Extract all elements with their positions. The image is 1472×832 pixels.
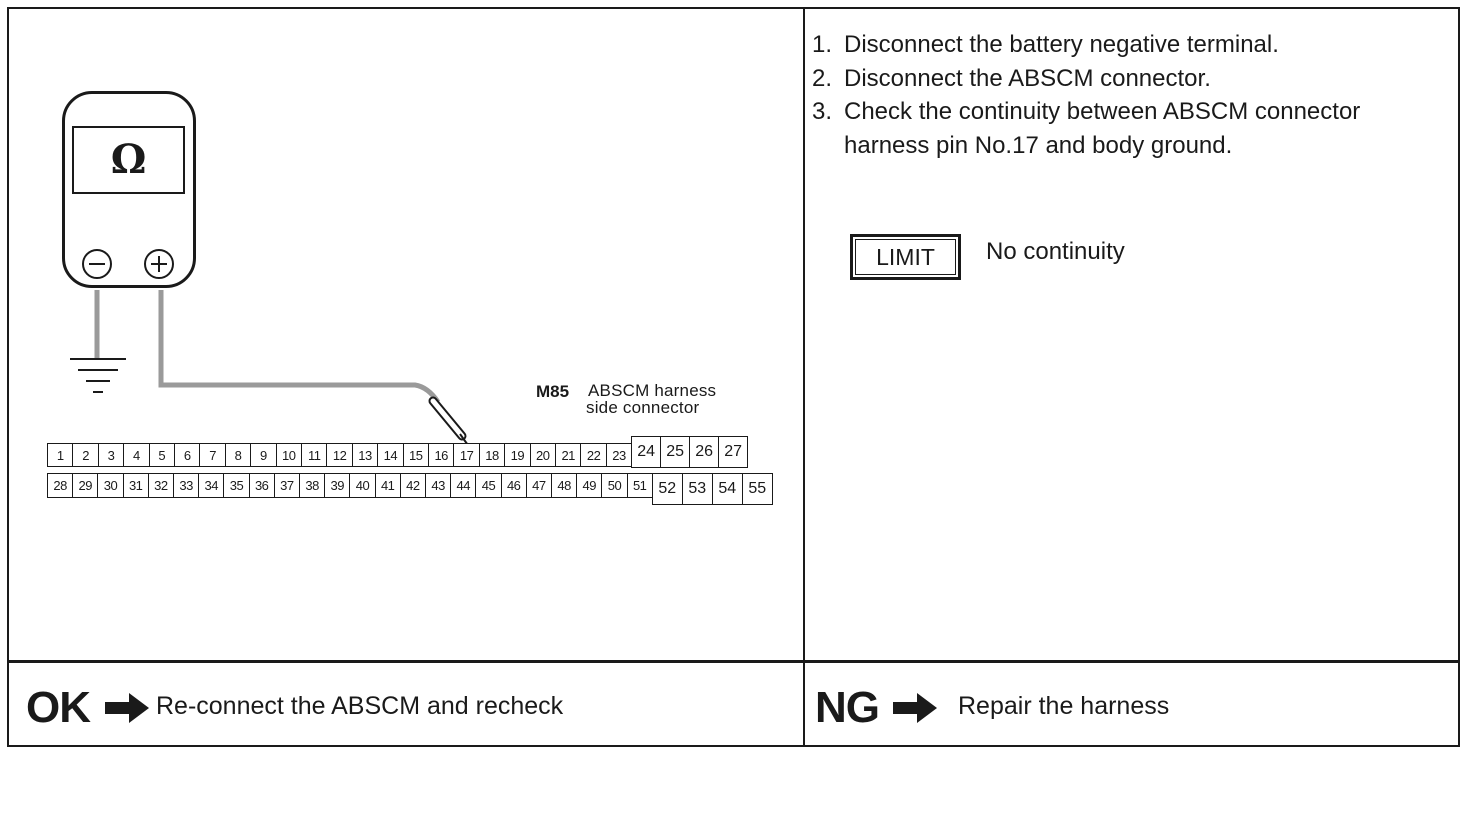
ohmmeter-display: Ω: [72, 126, 185, 194]
connector-pin: 32: [147, 473, 174, 498]
connector-pin: 52: [651, 473, 683, 505]
ok-arrow-icon: [105, 693, 149, 723]
connector-pin: 9: [250, 443, 277, 467]
connector-pin: 45: [475, 473, 502, 498]
connector-pin: 7: [199, 443, 226, 467]
connector-pin: 28: [47, 473, 74, 498]
instruction-step: 2. Disconnect the ABSCM connector.: [812, 62, 1444, 96]
connector-pin: 22: [580, 443, 607, 467]
connector-pin: 43: [425, 473, 452, 498]
step-number: 1.: [812, 31, 833, 58]
connector-pin: 8: [224, 443, 252, 467]
result-row-divider: [7, 660, 1460, 663]
connector-pin: 54: [711, 473, 743, 505]
instruction-step: 1. Disconnect the battery negative termin…: [812, 28, 1444, 62]
connector-pin: 10: [275, 443, 302, 467]
connector-pin: 49: [576, 473, 603, 498]
step-text: Disconnect the ABSCM connector.: [844, 64, 1211, 92]
column-divider: [803, 7, 805, 747]
connector-pin: 3: [97, 443, 125, 467]
ok-action-text: Re-connect the ABSCM and recheck: [156, 692, 564, 720]
connector-pin: 21: [555, 443, 582, 467]
instruction-step: 3. Check the continuity between ABSCM con…: [812, 95, 1444, 162]
connector-pin: 55: [741, 473, 773, 505]
step-number: 3.: [812, 98, 833, 125]
connector-pin: 19: [504, 443, 531, 467]
limit-badge: LIMIT: [855, 239, 956, 275]
connector-pin: 6: [174, 443, 201, 467]
connector-pin: 15: [402, 443, 429, 467]
connector-pin: 34: [198, 473, 225, 498]
connector-pin: 30: [97, 473, 124, 498]
connector-pin: 14: [377, 443, 404, 467]
ground-symbol-icon: [70, 358, 126, 393]
connector-pin: 17: [453, 443, 480, 467]
connector-pin: 53: [681, 473, 713, 505]
probe-icon: [428, 396, 471, 449]
connector-pin: 5: [148, 443, 175, 467]
connector-pin: 48: [551, 473, 578, 498]
connector-pin: 40: [349, 473, 376, 498]
connector-pin: 42: [399, 473, 426, 498]
connector-pin: 38: [299, 473, 326, 498]
step-number: 2.: [812, 64, 833, 92]
connector-pin: 33: [173, 473, 200, 498]
connector-pin: 46: [500, 473, 527, 498]
connector-pin: 44: [450, 473, 477, 498]
limit-badge-frame: [850, 234, 961, 280]
connector-pin: 1: [47, 443, 74, 467]
connector-code: M85: [536, 382, 570, 401]
connector-pin: 18: [478, 443, 506, 467]
connector-pin: 29: [72, 473, 99, 498]
step-text: Disconnect the battery negative terminal…: [844, 31, 1279, 58]
connector-pin: 27: [718, 436, 749, 468]
connector-pin: 24: [631, 436, 662, 468]
connector-pin: 4: [123, 443, 150, 467]
connector-pin: 50: [601, 473, 628, 498]
connector-pin: 35: [223, 473, 250, 498]
connector-pin: 26: [689, 436, 720, 468]
connector-pin: 39: [324, 473, 351, 498]
connector-pin: 51: [626, 473, 653, 498]
connector-pin: 13: [351, 443, 379, 467]
connector-pin: 47: [525, 473, 552, 498]
positive-lead-wire: [158, 290, 441, 404]
instruction-steps: 1. Disconnect the battery negative termin…: [812, 28, 1444, 162]
ohm-icon: Ω: [110, 136, 147, 183]
connector-pin: 36: [248, 473, 275, 498]
connector-pin: 23: [605, 443, 633, 467]
connector-pin: 16: [428, 443, 455, 467]
step-text: Check the continuity between ABSCM conne…: [844, 98, 1361, 159]
connector-pin: 37: [273, 473, 300, 498]
connector-pin: 41: [374, 473, 401, 498]
connector-pin: 31: [122, 473, 149, 498]
connector-pin: 12: [326, 443, 353, 467]
ok-tag: OK: [26, 683, 91, 732]
positive-terminal-icon: [144, 249, 174, 279]
ng-action-text: Repair the harness: [958, 692, 1170, 720]
ng-tag: NG: [815, 683, 880, 732]
connector-label-line1: ABSCM harness: [588, 381, 717, 400]
negative-terminal-icon: [82, 249, 112, 279]
ng-arrow-icon: [893, 693, 937, 723]
diagram-frame: [7, 7, 1460, 747]
connector-pin: 11: [301, 443, 328, 467]
limit-value: No continuity: [986, 238, 1125, 265]
connector-label-line2: side connector: [586, 398, 700, 417]
connector-pin: 2: [72, 443, 99, 467]
connector-pin: 20: [529, 443, 556, 467]
connector-pin: 25: [660, 436, 691, 468]
